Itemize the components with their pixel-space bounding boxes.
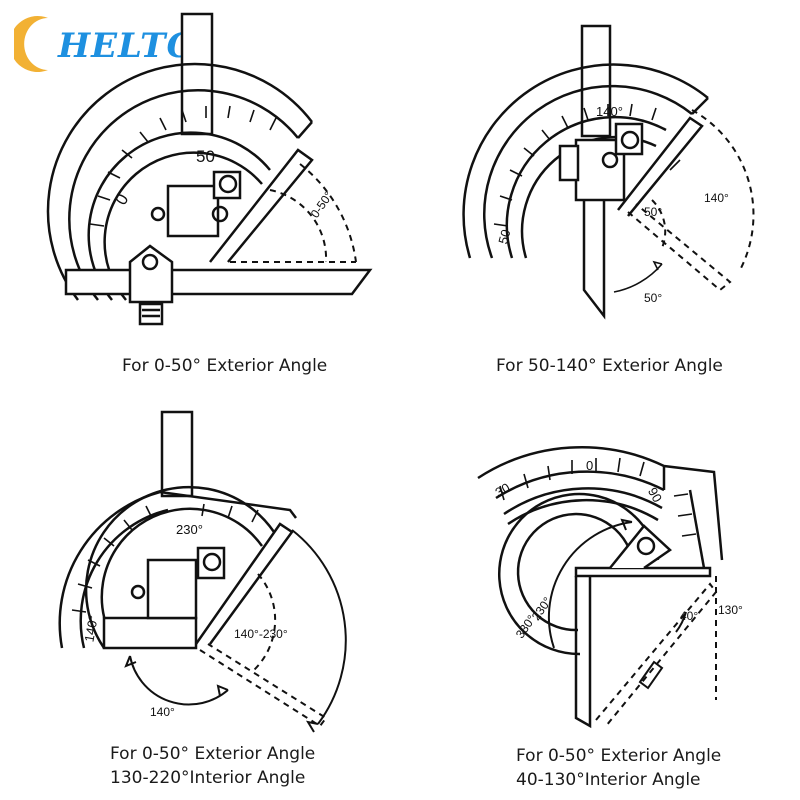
diagram-panel-2: 140° 50 140° 50° 50° For 50-140° Exterio… bbox=[400, 0, 800, 400]
diagram-panel-3: 230° 140° 140°-230° 140° For 0-50° Exter… bbox=[0, 400, 400, 800]
caption-line: For 0-50° Exterior Angle bbox=[122, 356, 328, 376]
scale-label-0: 0 bbox=[586, 458, 593, 473]
diagram-panel-4: 30 0 90 230° 330° 40° 130° For 0-50° Ext… bbox=[400, 400, 800, 800]
logo-crescent-icon bbox=[9, 16, 49, 73]
protractor-drawing-3: 230° 140° 140°-230° 140° bbox=[58, 410, 347, 733]
angle-label-40: 40° bbox=[680, 609, 698, 623]
scale-label-140: 140° bbox=[81, 614, 100, 643]
angle-label-140: 140° bbox=[150, 705, 175, 719]
logo-text: HELTC bbox=[58, 26, 195, 66]
protractor-drawing-4: 30 0 90 230° 330° 40° 130° bbox=[477, 446, 743, 729]
caption-3: For 0-50° Exterior Angle 130-220°Interio… bbox=[110, 742, 315, 790]
scale-label-30: 30 bbox=[493, 480, 513, 500]
caption-2: For 50-140° Exterior Angle bbox=[496, 354, 723, 378]
angle-label-50-bottom: 50° bbox=[644, 291, 662, 305]
caption-line: For 0-50° Exterior Angle bbox=[110, 744, 316, 764]
angle-label: 0-50° bbox=[308, 189, 336, 221]
protractor-drawing-2: 140° 50 140° 50° 50° bbox=[462, 24, 755, 320]
caption-line: 130-220°Interior Angle bbox=[110, 768, 306, 788]
scale-label-140: 140° bbox=[596, 104, 623, 119]
caption-1: For 0-50° Exterior Angle bbox=[122, 354, 327, 378]
scale-label-90: 90 bbox=[645, 485, 665, 505]
brand-logo: HELTC bbox=[9, 12, 194, 74]
caption-line: For 0-50° Exterior Angle bbox=[516, 746, 722, 766]
diagram-panel-1: 0 50 0-50° For 0-50° Exterior Angle bbox=[0, 0, 400, 400]
angle-label-130: 130° bbox=[718, 603, 743, 617]
angle-label-140: 140° bbox=[704, 191, 729, 205]
caption-line: For 50-140° Exterior Angle bbox=[496, 356, 723, 376]
angle-label-50-top: 50° bbox=[644, 205, 662, 219]
angle-label-range: 140°-230° bbox=[234, 627, 288, 641]
scale-label-50: 50 bbox=[196, 147, 215, 166]
caption-line: 40-130°Interior Angle bbox=[516, 770, 701, 790]
caption-4: For 0-50° Exterior Angle 40-130°Interior… bbox=[516, 744, 721, 792]
protractor-drawing-1: 0 50 0-50° bbox=[46, 12, 373, 326]
scale-label-230: 230° bbox=[176, 522, 203, 537]
scale-label-50: 50 bbox=[495, 228, 513, 246]
scale-label-0: 0 bbox=[111, 190, 132, 208]
